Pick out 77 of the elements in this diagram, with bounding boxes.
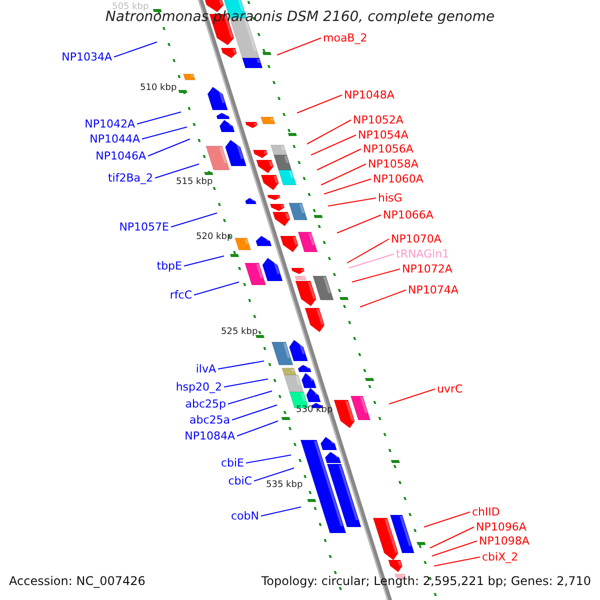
gene-label: hsp20_2	[176, 382, 222, 392]
gene-label: NP1057E	[119, 222, 169, 232]
leader-line	[336, 214, 382, 234]
leader-line	[194, 282, 240, 296]
scale-label: 515 kbp	[176, 178, 213, 187]
leader-line	[430, 526, 474, 548]
leader-line	[424, 512, 470, 528]
leader-line	[184, 256, 224, 266]
leader-line	[254, 468, 294, 482]
leader-line	[232, 404, 278, 420]
genome-info-text: Topology: circular; Length: 2,595,221 bp; Genes: 2,710	[261, 575, 591, 587]
gene-label: NP1052A	[353, 114, 404, 126]
leader-line	[388, 388, 436, 404]
gene-label: tRNAGln1	[396, 248, 450, 260]
gene-label: NP1048A	[344, 90, 394, 100]
gene-label: tbpE	[156, 260, 182, 272]
gene-label: NP1096A	[476, 522, 526, 532]
gene-label: uvrC	[437, 384, 463, 394]
leader-line	[316, 148, 362, 170]
leader-line	[114, 42, 158, 58]
gene-label: rfcC	[170, 290, 192, 300]
scale-label: 510 kbp	[140, 84, 177, 93]
leader-line	[236, 420, 278, 436]
leader-line	[170, 212, 218, 228]
scale-label: 530 kbp	[296, 406, 333, 415]
leader-line	[324, 178, 372, 194]
gene-label: NP1058A	[368, 158, 418, 170]
gene-label: NP1072A	[402, 264, 452, 274]
gene-label: NP1084A	[184, 430, 235, 442]
gene-label: NP1046A	[96, 150, 146, 162]
gene-label: NP1044A	[90, 134, 140, 144]
leader-line	[434, 556, 480, 566]
gene-label: cbiE	[220, 458, 244, 468]
gene-label: ilvA	[196, 364, 216, 374]
scale-label: 505 kbp	[112, 3, 149, 12]
gene-label: chlID	[472, 506, 500, 518]
leader-line	[348, 254, 394, 268]
leader-line	[320, 164, 366, 186]
gene-label: moaB_2	[323, 32, 368, 44]
gene-label: NP1070A	[391, 234, 442, 244]
gene-label: tif2Ba_2	[108, 172, 153, 184]
gene-label: NP1060A	[373, 174, 424, 184]
gene-label: cbiX_2	[482, 552, 518, 562]
gene-label: NP1054A	[358, 130, 408, 140]
leader-line	[246, 454, 292, 464]
gene-label: NP1056A	[363, 144, 414, 154]
leader-line	[306, 120, 352, 144]
leader-line	[310, 134, 356, 156]
scale-label: 525 kbp	[221, 328, 258, 337]
gene-label: NP1034A	[62, 52, 112, 62]
leader-line	[346, 238, 390, 264]
leader-line	[224, 378, 268, 388]
leader-line	[432, 540, 478, 556]
leader-line	[148, 138, 190, 156]
leader-line	[154, 164, 200, 178]
gene-label: NP1074A	[408, 284, 458, 296]
gene-label: NP1066A	[383, 210, 434, 220]
gene-label: abc25a	[189, 414, 230, 426]
leader-line	[218, 360, 264, 370]
scale-label: 520 kbp	[196, 233, 233, 242]
accession-text: Accession: NC_007426	[9, 575, 146, 587]
gene-label: cobN	[231, 510, 259, 522]
leader-line	[260, 506, 302, 516]
gene-label: NP1098A	[479, 536, 530, 546]
leader-line	[276, 38, 322, 56]
gene-label: NP1042A	[84, 118, 135, 130]
gene-label: hisG	[378, 192, 402, 204]
leader-line	[136, 112, 182, 124]
leader-line	[228, 390, 272, 404]
leader-line	[352, 268, 400, 282]
scale-label: 535 kbp	[266, 481, 303, 490]
leader-line	[360, 290, 406, 308]
leader-line	[296, 94, 342, 114]
leader-line	[142, 126, 188, 140]
gene-label: cbiC	[228, 476, 252, 486]
leader-line	[328, 198, 376, 206]
gene-label: abc25p	[185, 398, 226, 410]
